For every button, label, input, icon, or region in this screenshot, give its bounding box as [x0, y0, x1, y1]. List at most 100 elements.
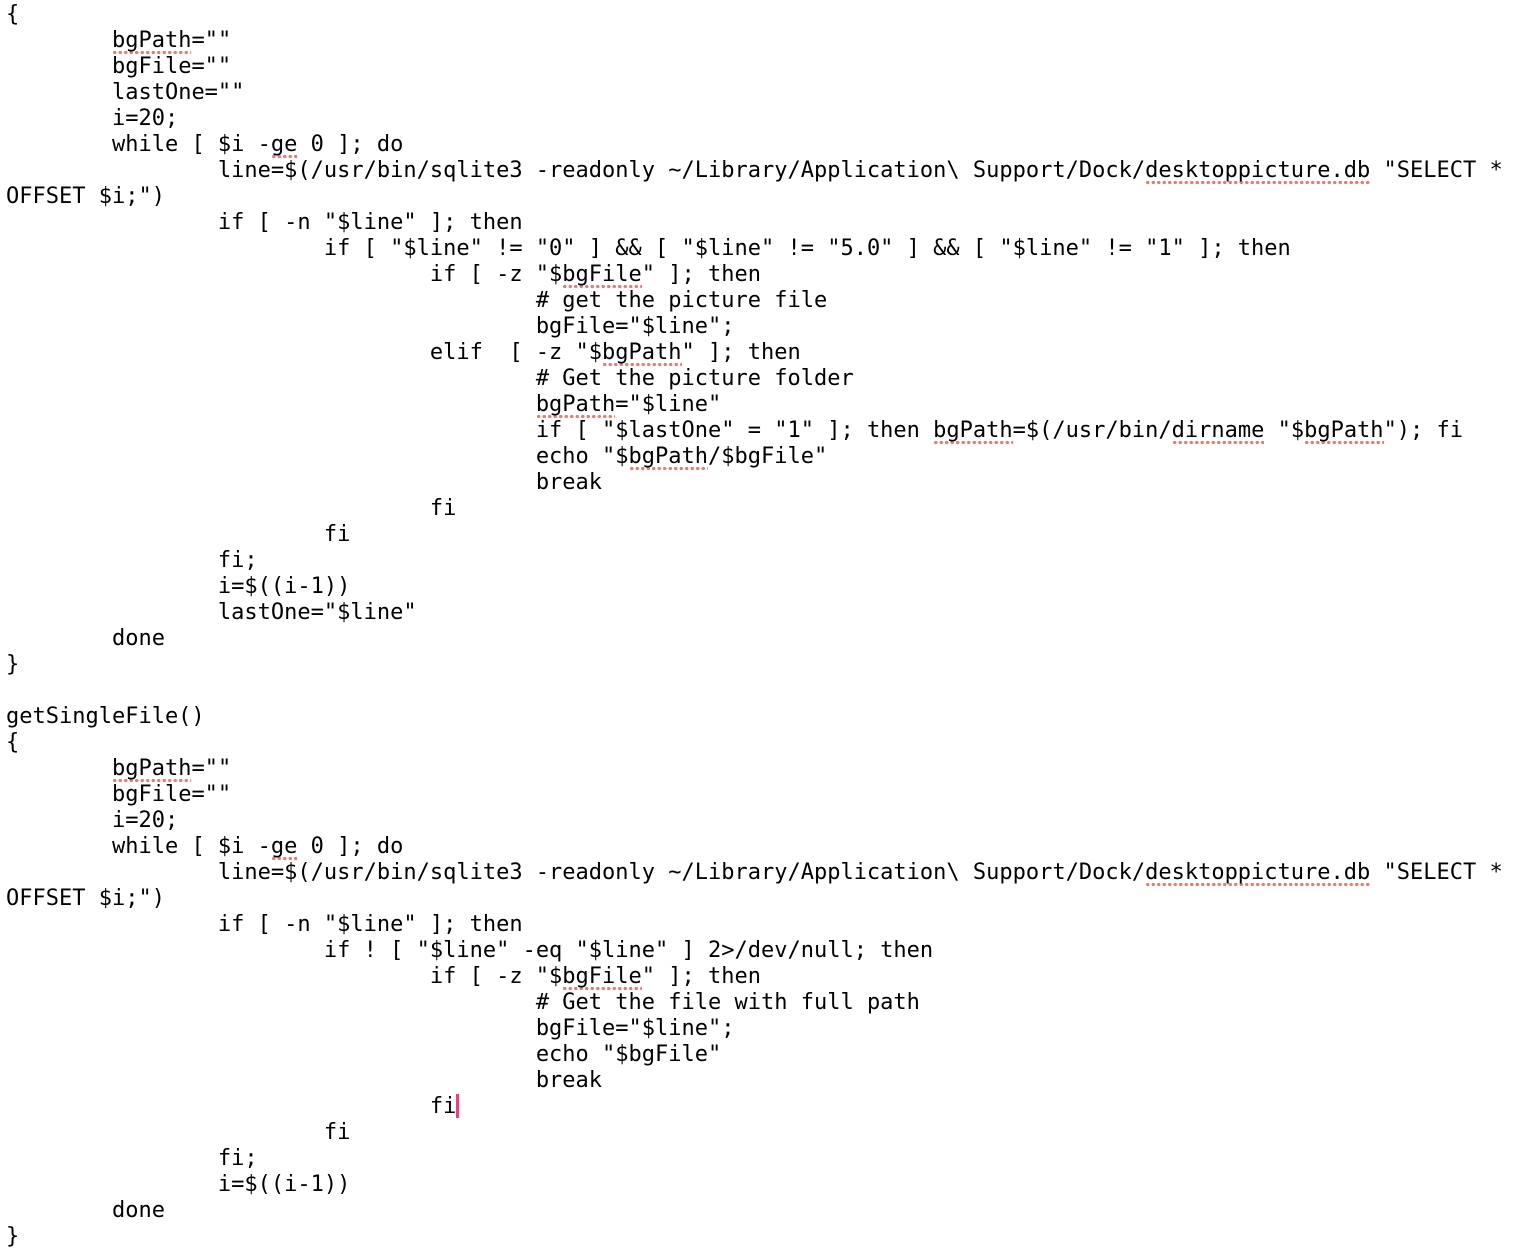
code-line[interactable]: bgFile="" [6, 782, 1516, 808]
misspelled-word: desktoppicture.db [1145, 860, 1371, 887]
misspelled-word: bgPath [535, 392, 616, 419]
code-line[interactable]: fi [6, 1120, 1516, 1146]
code-line[interactable]: if ! [ "$line" -eq "$line" ] 2>/dev/null… [6, 938, 1516, 964]
code-line[interactable]: line=$(/usr/bin/sqlite3 -readonly ~/Libr… [6, 860, 1516, 887]
code-text [6, 392, 536, 417]
code-line[interactable]: fi [6, 522, 1516, 548]
misspelled-word: bgFile [562, 964, 642, 991]
code-line[interactable]: bgFile="$line"; [6, 314, 1516, 340]
misspelled-word: bgPath [111, 28, 192, 55]
code-text: echo "$ [6, 444, 629, 469]
code-line[interactable]: } [6, 1224, 1516, 1250]
misspelled-word: bgPath [111, 756, 192, 783]
code-line[interactable]: OFFSET $i;") [6, 184, 1516, 210]
code-text: if [ "$lastOne" = "1" ]; then [6, 418, 934, 443]
code-line[interactable]: if [ "$lastOne" = "1" ]; then bgPath=$(/… [6, 418, 1516, 445]
code-line[interactable]: bgPath="" [6, 756, 1516, 783]
misspelled-word: ge [270, 132, 298, 159]
code-line[interactable]: lastOne="" [6, 80, 1516, 106]
code-text: /$bgFile" [708, 444, 828, 469]
code-line[interactable]: getSingleFile() [6, 704, 1516, 730]
code-line[interactable]: line=$(/usr/bin/sqlite3 -readonly ~/Libr… [6, 158, 1516, 185]
code-text: while [ $i - [6, 834, 271, 859]
code-line[interactable] [6, 678, 1516, 704]
code-text: line=$(/usr/bin/sqlite3 -readonly ~/Libr… [6, 158, 1146, 183]
code-text: i=20; [6, 106, 179, 131]
misspelled-word: ge [270, 834, 298, 861]
code-line[interactable]: bgPath="$line" [6, 392, 1516, 419]
code-text: { [6, 2, 20, 27]
code-text: bgFile="$line"; [6, 1016, 735, 1041]
code-line[interactable]: elif [ -z "$bgPath" ]; then [6, 340, 1516, 367]
misspelled-word: bgPath [628, 444, 709, 471]
code-line[interactable]: # get the picture file [6, 288, 1516, 314]
code-text: OFFSET $i;") [6, 184, 165, 209]
code-line[interactable]: bgPath="" [6, 28, 1516, 55]
code-text: lastOne="" [6, 80, 245, 105]
code-text: line=$(/usr/bin/sqlite3 -readonly ~/Libr… [6, 860, 1146, 885]
code-line[interactable]: fi; [6, 548, 1516, 574]
code-text: " ]; then [681, 340, 801, 365]
code-text: i=$((i-1)) [6, 574, 351, 599]
code-line[interactable]: while [ $i -ge 0 ]; do [6, 834, 1516, 861]
code-text: break [6, 470, 603, 495]
code-text: done [6, 1198, 165, 1223]
code-text: fi [6, 496, 457, 521]
code-line[interactable]: # Get the picture folder [6, 366, 1516, 392]
code-text: ="" [191, 756, 232, 781]
code-text: while [ $i - [6, 132, 271, 157]
code-line[interactable]: { [6, 730, 1516, 756]
code-text: elif [ -z "$ [6, 340, 603, 365]
code-line[interactable]: OFFSET $i;") [6, 886, 1516, 912]
code-line[interactable]: if [ "$line" != "0" ] && [ "$line" != "5… [6, 236, 1516, 262]
code-text: "); fi [1383, 418, 1464, 443]
code-text: { [6, 730, 20, 755]
code-line[interactable]: break [6, 470, 1516, 496]
code-line[interactable]: i=$((i-1)) [6, 574, 1516, 600]
code-text: fi [6, 522, 351, 547]
code-line[interactable]: if [ -n "$line" ]; then [6, 210, 1516, 236]
code-line[interactable]: fi [6, 1094, 1516, 1120]
code-text: if [ -z "$ [6, 964, 563, 989]
code-text: done [6, 626, 165, 651]
code-line[interactable]: fi; [6, 1146, 1516, 1172]
code-text: "$ [1264, 418, 1305, 443]
code-line[interactable]: echo "$bgPath/$bgFile" [6, 444, 1516, 471]
code-line[interactable]: break [6, 1068, 1516, 1094]
code-line[interactable]: i=20; [6, 808, 1516, 834]
code-text: i=$((i-1)) [6, 1172, 351, 1197]
code-line[interactable]: if [ -z "$bgFile" ]; then [6, 964, 1516, 991]
code-line[interactable]: # Get the file with full path [6, 990, 1516, 1016]
code-text: i=20; [6, 808, 179, 833]
code-text: bgFile="" [6, 54, 232, 79]
code-line[interactable]: if [ -z "$bgFile" ]; then [6, 262, 1516, 289]
code-text: " ]; then [641, 262, 761, 287]
code-line[interactable]: { [6, 2, 1516, 28]
code-line[interactable]: } [6, 652, 1516, 678]
code-text: if [ "$line" != "0" ] && [ "$line" != "5… [6, 236, 1291, 261]
code-line[interactable]: done [6, 626, 1516, 652]
code-line[interactable]: lastOne="$line" [6, 600, 1516, 626]
code-line[interactable]: done [6, 1198, 1516, 1224]
code-text [6, 28, 112, 53]
code-text: 0 ]; do [297, 834, 404, 859]
code-text: bgFile="" [6, 782, 232, 807]
code-line[interactable]: fi [6, 496, 1516, 522]
code-text: echo "$bgFile" [6, 1042, 722, 1067]
code-line[interactable]: bgFile="" [6, 54, 1516, 80]
code-text: if [ -n "$line" ]; then [6, 912, 523, 937]
code-line[interactable]: i=$((i-1)) [6, 1172, 1516, 1198]
misspelled-word: dirname [1171, 418, 1265, 445]
code-text: ="" [191, 28, 232, 53]
code-line[interactable]: if [ -n "$line" ]; then [6, 912, 1516, 938]
code-text: bgFile="$line"; [6, 314, 735, 339]
code-text: if [ -z "$ [6, 262, 563, 287]
code-editor[interactable]: { bgPath="" bgFile="" lastOne="" i=20; w… [6, 2, 1516, 1250]
code-line[interactable]: bgFile="$line"; [6, 1016, 1516, 1042]
code-text: # Get the picture folder [6, 366, 854, 391]
code-line[interactable]: i=20; [6, 106, 1516, 132]
code-text: if ! [ "$line" -eq "$line" ] 2>/dev/null… [6, 938, 934, 963]
code-text: OFFSET $i;") [6, 886, 165, 911]
code-line[interactable]: echo "$bgFile" [6, 1042, 1516, 1068]
code-line[interactable]: while [ $i -ge 0 ]; do [6, 132, 1516, 159]
